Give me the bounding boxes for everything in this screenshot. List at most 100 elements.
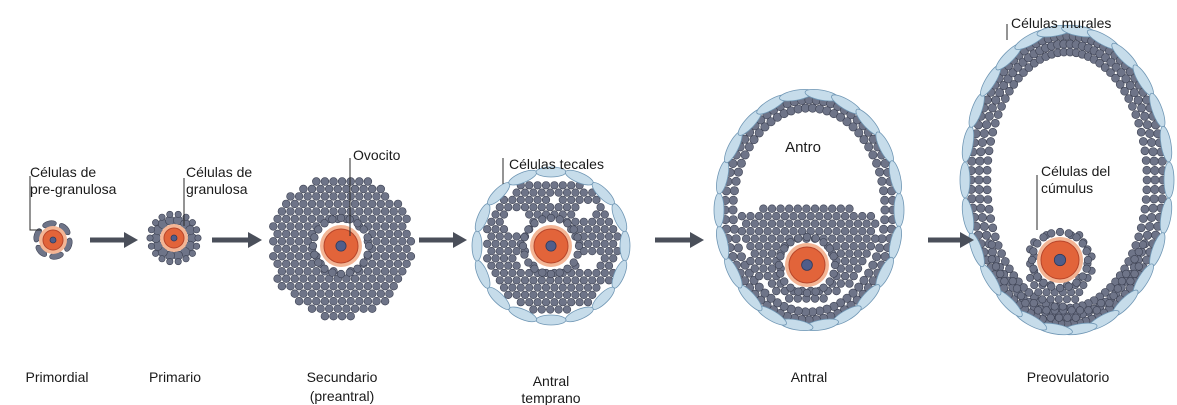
stage-secundario-line1: Secundario	[307, 369, 378, 385]
granulosa-cell	[601, 269, 609, 277]
granulosa-cell	[555, 203, 563, 211]
granulosa-cell	[559, 196, 567, 204]
granulosa-cell	[373, 193, 381, 201]
granulosa-cell	[1143, 121, 1151, 129]
granulosa-cell	[994, 111, 1002, 119]
oocyte	[530, 225, 572, 267]
granulosa-cell	[584, 240, 592, 248]
granulosa-cell	[381, 252, 389, 260]
granulosa-cell	[295, 193, 303, 201]
granulosa-cell	[347, 193, 355, 201]
granulosa-cell	[282, 275, 290, 283]
granulosa-cell	[601, 255, 609, 263]
granulosa-cell	[764, 272, 772, 280]
granulosa-cell	[525, 226, 533, 234]
granulosa-cell	[546, 291, 554, 299]
granulosa-cell	[513, 189, 521, 197]
granulosa-cell	[346, 269, 354, 277]
granulosa-cell	[841, 272, 849, 280]
secondary-follicle	[269, 178, 414, 321]
granulosa-cell	[304, 282, 312, 290]
granulosa-cell	[394, 260, 402, 268]
granulosa-cell	[394, 275, 402, 283]
granulosa-cell	[1017, 292, 1025, 300]
granulosa-cell	[567, 298, 575, 306]
granulosa-cell	[330, 208, 338, 216]
granulosa-cell	[1134, 96, 1142, 104]
label-granulosa-line2: granulosa	[186, 181, 248, 197]
granulosa-cell	[1034, 240, 1042, 248]
granulosa-cell	[850, 257, 858, 265]
granulosa-cell	[504, 247, 512, 255]
label-cumulus-line1: Células del	[1041, 163, 1110, 179]
granulosa-cell	[159, 256, 165, 262]
granulosa-cell	[989, 128, 997, 136]
granulosa-cell	[274, 275, 282, 283]
label-ovocito: Ovocito	[353, 147, 401, 163]
granulosa-cell	[755, 227, 763, 235]
granulosa-cell	[147, 235, 153, 241]
granulosa-cell	[785, 205, 793, 213]
granulosa-cell	[291, 290, 299, 298]
granulosa-cell	[364, 297, 372, 305]
granulosa-cell	[1005, 87, 1013, 95]
granulosa-cell	[398, 237, 406, 245]
granulosa-cell	[991, 233, 999, 241]
granulosa-cell	[381, 282, 389, 290]
granulosa-cell	[381, 237, 389, 245]
granulosa-cell	[879, 225, 887, 233]
granulosa-cell	[1040, 234, 1048, 242]
granulosa-cell	[593, 269, 601, 277]
granulosa-cell	[768, 220, 776, 228]
granulosa-cell	[547, 270, 555, 278]
granulosa-cell	[841, 242, 849, 250]
granulosa-cell	[760, 235, 768, 243]
granulosa-cell	[334, 185, 342, 193]
granulosa-cell	[858, 212, 866, 220]
granulosa-cell	[737, 159, 745, 167]
granulosa-cell	[325, 290, 333, 298]
granulosa-cell	[377, 245, 385, 253]
granulosa-cell	[291, 200, 299, 208]
granulosa-cell	[1001, 95, 1009, 103]
granulosa-cell	[1043, 307, 1051, 315]
granulosa-cell	[812, 288, 820, 296]
granulosa-cell	[1079, 240, 1087, 248]
granulosa-cell	[282, 260, 290, 268]
granulosa-cell	[525, 259, 533, 267]
granulosa-cell	[988, 255, 996, 263]
granulosa-cell	[334, 305, 342, 313]
granulosa-cell	[354, 220, 362, 228]
granulosa-cell	[572, 218, 580, 226]
granulosa-cell	[377, 230, 385, 238]
granulosa-cell	[865, 269, 873, 277]
granulosa-cell	[321, 265, 329, 273]
granulosa-cell	[787, 284, 795, 292]
label-antro: Antro	[785, 139, 821, 156]
granulosa-cell	[295, 297, 303, 305]
granulosa-cell	[1084, 256, 1092, 264]
granulosa-cell	[764, 212, 772, 220]
granulosa-cell	[373, 267, 381, 275]
granulosa-cell	[525, 196, 533, 204]
granulosa-cell	[513, 203, 521, 211]
granulosa-cell	[325, 200, 333, 208]
granulosa-cell	[1055, 296, 1062, 303]
granulosa-cell	[790, 212, 798, 220]
granulosa-cell	[1135, 248, 1143, 256]
granulosa-cell	[538, 203, 546, 211]
granulosa-cell	[521, 189, 529, 197]
granulosa-cell	[751, 235, 759, 243]
granulosa-cell	[148, 227, 154, 233]
label-pregranulosa-line1: Células de	[30, 164, 96, 180]
granulosa-cell	[304, 208, 312, 216]
oocyte-nucleus	[171, 235, 177, 241]
granulosa-cell	[542, 284, 550, 292]
granulosa-cell	[377, 290, 385, 298]
granulosa-cell	[977, 204, 985, 212]
granulosa-cell	[291, 215, 299, 223]
oocyte	[785, 243, 829, 287]
granulosa-cell	[496, 233, 504, 241]
granulosa-cell	[521, 251, 529, 259]
granulosa-cell	[975, 166, 983, 174]
